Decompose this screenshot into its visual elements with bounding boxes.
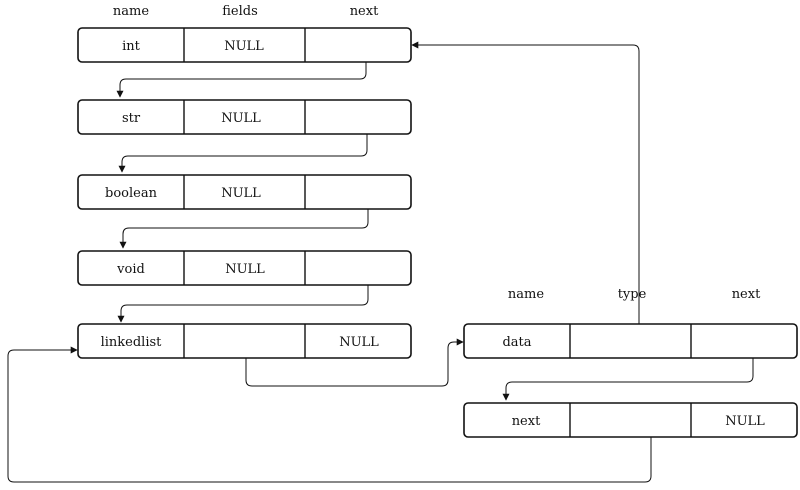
header-right-next: next xyxy=(732,287,761,302)
record-box xyxy=(463,402,798,438)
cell-name: boolean xyxy=(105,186,158,201)
record-box xyxy=(77,99,412,135)
connector-int-to-str xyxy=(116,44,367,98)
record-box xyxy=(463,323,798,359)
connector-str-to-boolean xyxy=(118,121,368,173)
connector-next-to-linkedlist xyxy=(7,346,652,483)
connectors xyxy=(7,41,754,483)
record-boolean: boolean NULL xyxy=(77,174,412,210)
header-right-name: name xyxy=(508,287,544,302)
record-int: int NULL xyxy=(77,27,412,63)
record-str: str NULL xyxy=(77,99,412,135)
cell-fields: NULL xyxy=(221,186,261,201)
connector-linkedlist-to-data xyxy=(245,338,464,387)
record-box xyxy=(77,174,412,210)
connector-data-to-next xyxy=(502,347,754,401)
record-box xyxy=(77,250,412,286)
connector-data-to-int xyxy=(411,41,640,342)
cell-name: str xyxy=(122,111,141,126)
record-linkedlist: linkedlist NULL xyxy=(77,323,412,359)
record-box xyxy=(77,27,412,63)
cell-fields: NULL xyxy=(221,111,261,126)
header-left-name: name xyxy=(113,4,149,19)
cell-name: next xyxy=(512,414,541,429)
cell-name: int xyxy=(122,39,141,54)
cell-name: void xyxy=(116,262,145,277)
header-right-type: type xyxy=(618,287,647,302)
record-void: void NULL xyxy=(77,250,412,286)
cell-next: NULL xyxy=(339,335,379,350)
header-left-fields: fields xyxy=(222,4,258,19)
record-next: next NULL xyxy=(463,402,798,438)
header-left-next: next xyxy=(350,4,379,19)
cell-next: NULL xyxy=(725,414,765,429)
cell-name: linkedlist xyxy=(101,335,163,350)
record-box xyxy=(77,323,412,359)
connector-void-to-linkedlist xyxy=(117,270,369,323)
record-data: data xyxy=(463,323,798,359)
cell-fields: NULL xyxy=(225,262,265,277)
cell-fields: NULL xyxy=(224,39,264,54)
connector-boolean-to-void xyxy=(119,193,369,249)
cell-name: data xyxy=(502,335,531,350)
